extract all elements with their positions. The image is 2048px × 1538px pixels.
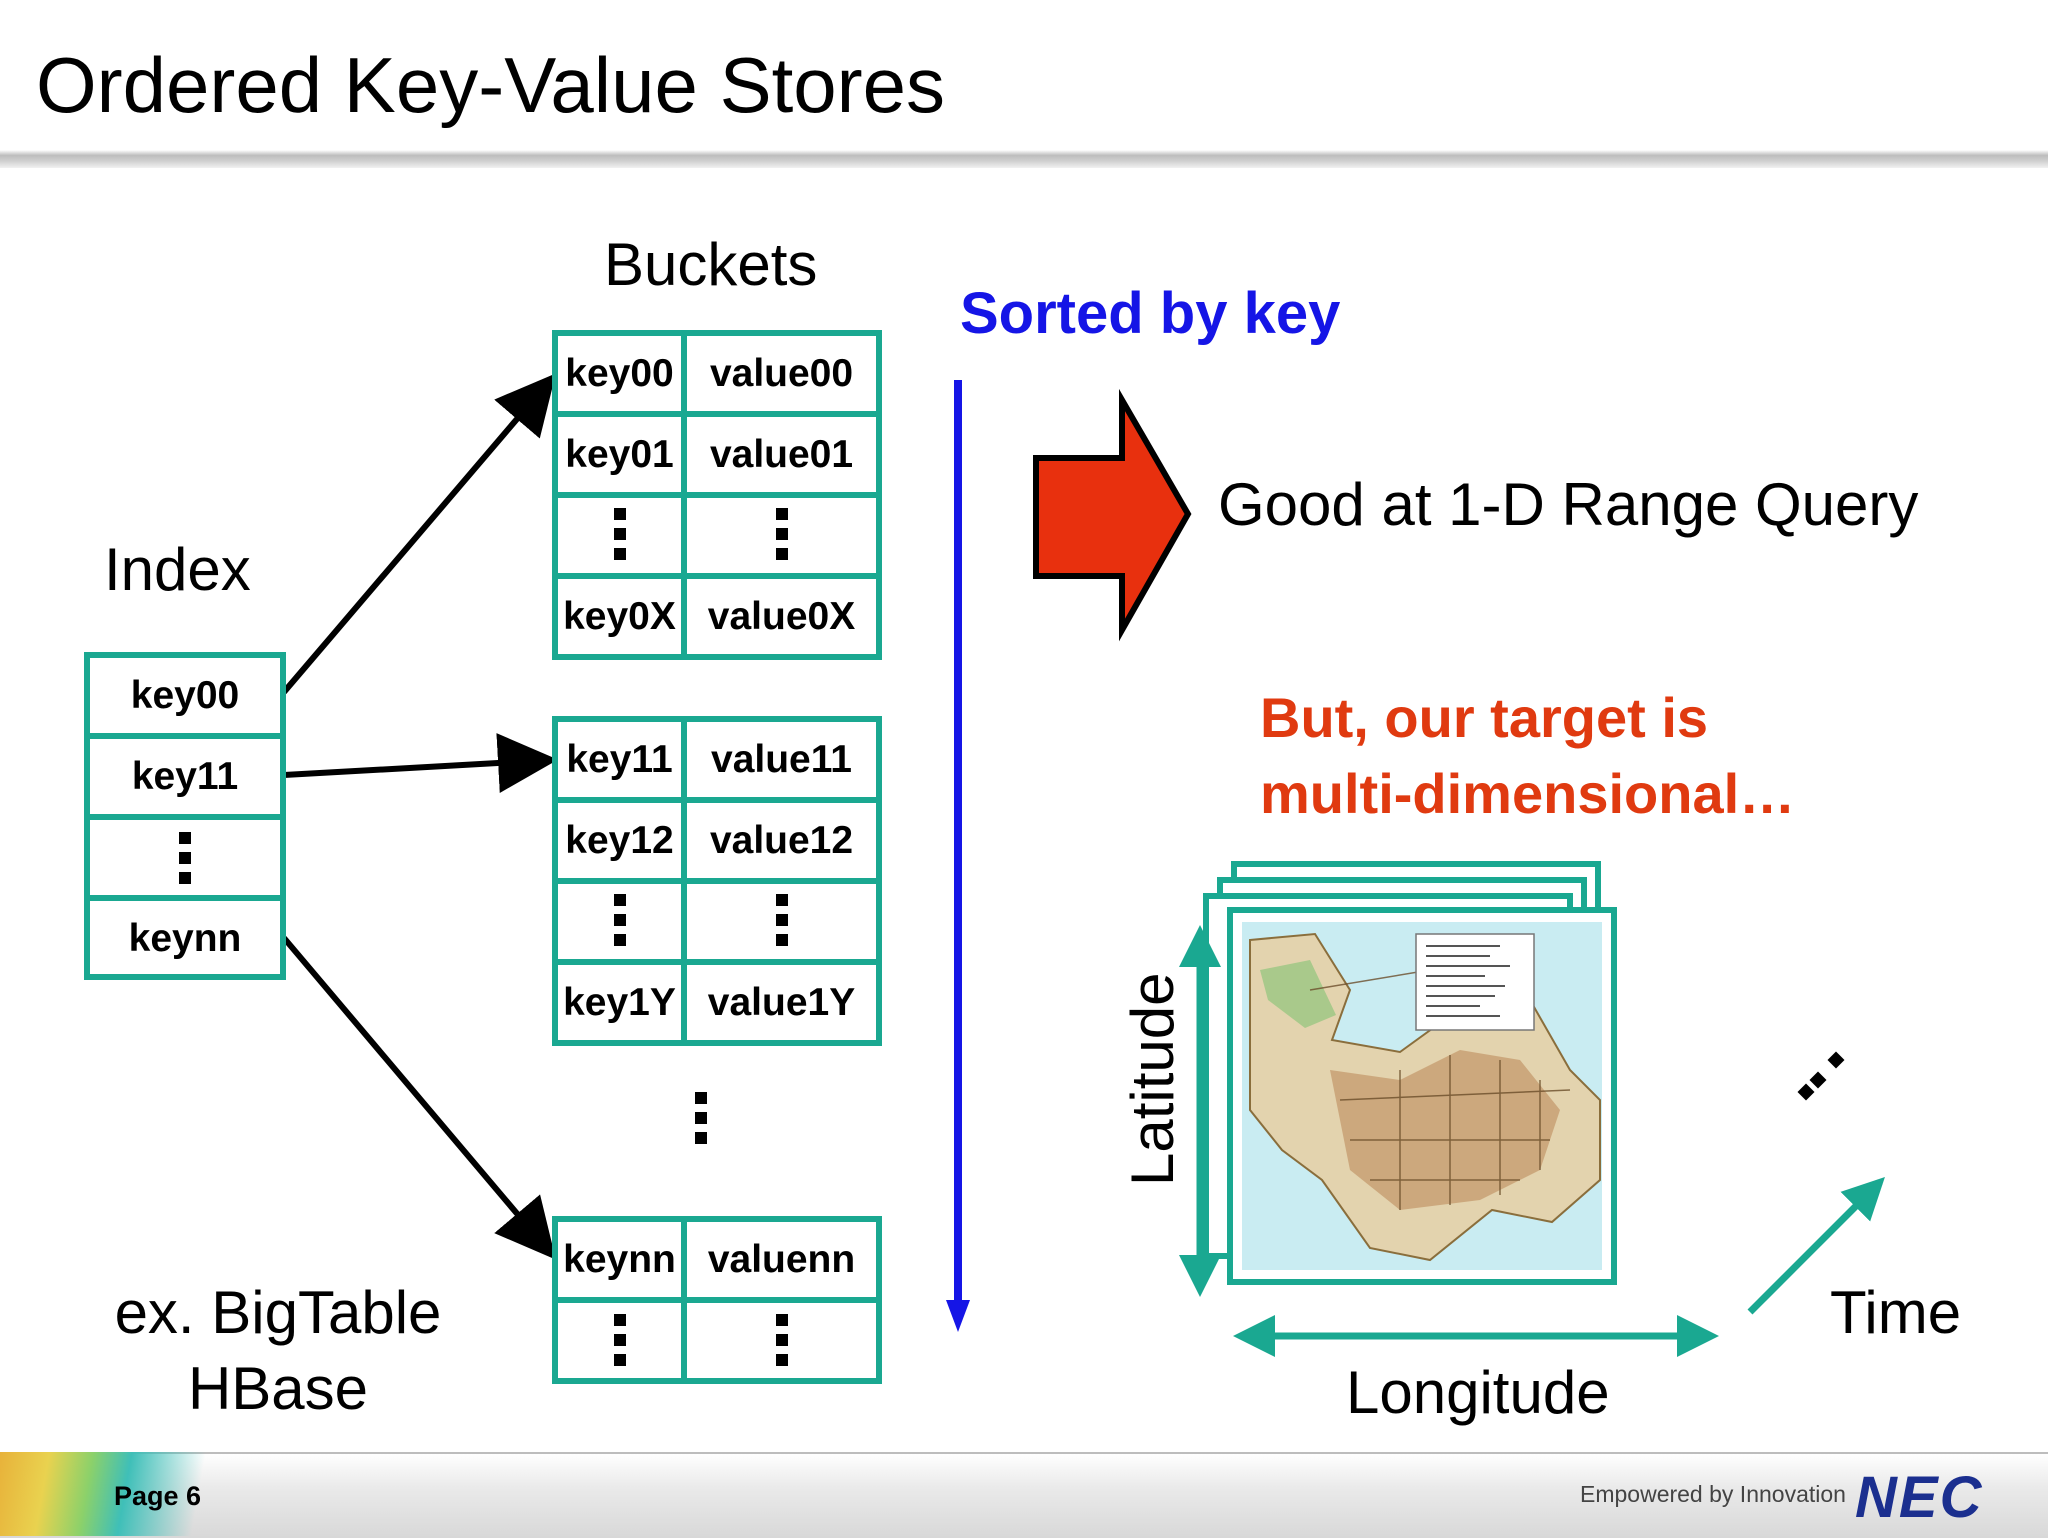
bucket-value-cell: value01 <box>709 432 854 476</box>
bucket-key-cell: key0X <box>563 594 676 638</box>
slide-title: Ordered Key-Value Stores <box>36 41 945 129</box>
arrow-key11-to-bucket1 <box>283 733 558 793</box>
bucket-row-divider <box>552 797 882 803</box>
index-divider <box>84 895 286 901</box>
latitude-label: Latitude <box>1119 972 1186 1186</box>
arrow-keynn-to-bucket2 <box>281 936 556 1260</box>
example-line-2: HBase <box>187 1355 369 1422</box>
diagonal-ellipsis <box>1797 1051 1845 1101</box>
bucket-key-cell: key11 <box>566 737 673 781</box>
bucket-key-cell: keynn <box>563 1237 676 1281</box>
footer-decoration <box>0 1452 260 1536</box>
longitude-label: Longitude <box>1346 1359 1610 1426</box>
red-block-arrow <box>1033 388 1192 642</box>
index-divider <box>84 733 286 739</box>
time-label: Time <box>1830 1279 1962 1346</box>
bucket-row-divider <box>552 411 882 417</box>
bucket-value-cell: valuenn <box>707 1237 856 1281</box>
bucket-key-cell: key1Y <box>563 980 676 1024</box>
time-arrow <box>1747 1177 1885 1315</box>
target-line-2: multi-dimensional… <box>1260 762 1796 825</box>
bucket-value-cell: value11 <box>711 737 852 781</box>
example-text: ex. BigTable HBase <box>78 1275 478 1427</box>
index-label: Index <box>104 536 251 603</box>
title-divider <box>0 150 2048 168</box>
index-cell-key11: key11 <box>131 755 239 798</box>
range-query-text: Good at 1-D Range Query <box>1218 471 1919 538</box>
bucket-row-divider <box>552 959 882 965</box>
target-text: But, our target is multi-dimensional… <box>1260 680 1795 832</box>
bucket-row-divider <box>552 878 882 884</box>
footer-bar <box>0 1452 2048 1538</box>
sorted-arrow-head <box>946 1300 970 1332</box>
page-number: Page 6 <box>114 1481 202 1511</box>
bucket-row-divider <box>552 1297 882 1303</box>
map-cube-illustration <box>1179 861 1885 1357</box>
bucket-value-cell: value0X <box>707 594 856 638</box>
arrow-key00-to-bucket0 <box>281 373 556 694</box>
bucket-row-divider <box>552 492 882 498</box>
ellipsis-vertical <box>776 508 788 568</box>
bucket-value-cell: value00 <box>709 351 854 395</box>
index-divider <box>84 814 286 820</box>
bucket-key-cell: key01 <box>565 432 674 476</box>
map-image <box>1227 907 1617 1285</box>
target-line-1: But, our target is <box>1260 686 1709 749</box>
ellipsis-vertical <box>776 1314 788 1374</box>
footer-slogan: Empowered by Innovation <box>1580 1481 1846 1507</box>
brand-logo: NEC <box>1855 1465 1984 1530</box>
sorted-by-key-label: Sorted by key <box>960 281 1341 346</box>
ellipsis-vertical <box>695 1092 707 1152</box>
index-cell-key00: key00 <box>130 674 240 717</box>
ellipsis-vertical <box>179 832 191 892</box>
ellipsis-vertical <box>614 508 626 568</box>
bucket-value-cell: value12 <box>709 818 854 862</box>
buckets-label: Buckets <box>604 231 818 298</box>
bucket-value-cell: value1Y <box>707 980 856 1024</box>
bucket-row-divider <box>552 573 882 579</box>
example-line-1: ex. BigTable <box>114 1279 442 1346</box>
ellipsis-vertical <box>614 894 626 954</box>
ellipsis-vertical <box>776 894 788 954</box>
bucket-key-cell: key12 <box>565 818 674 862</box>
bucket-key-cell: key00 <box>565 351 674 395</box>
ellipsis-vertical <box>614 1314 626 1374</box>
index-cell-keynn: keynn <box>128 917 242 960</box>
